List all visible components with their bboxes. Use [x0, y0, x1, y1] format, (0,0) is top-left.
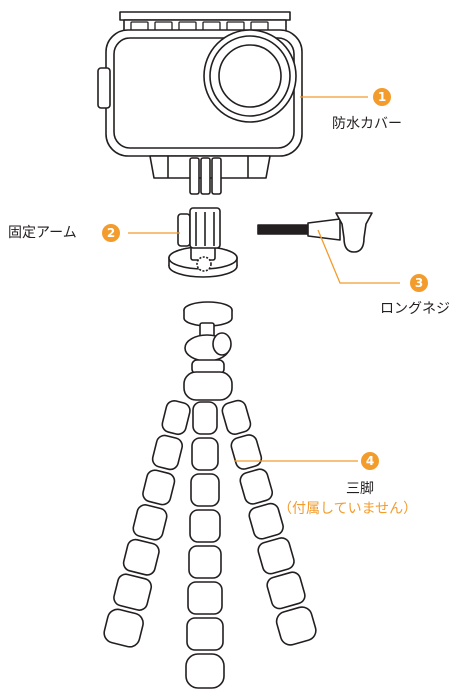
tripod-drawing: [103, 301, 317, 689]
callout-badge-2: 2: [102, 224, 120, 242]
mounting-arm-drawing: [168, 207, 238, 278]
callout-note-not-included: （付属していません）: [278, 501, 418, 517]
callout-badge-3: 3: [410, 274, 428, 292]
callout-label-tripod: 三脚: [346, 481, 374, 497]
callout-badge-1: 1: [373, 88, 391, 106]
callout-badge-4: 4: [361, 452, 379, 470]
long-screw-drawing: [257, 212, 373, 253]
callout-label-mounting-arm: 固定アーム: [8, 225, 77, 241]
waterproof-case-drawing: [97, 11, 303, 195]
callout-label-long-screw: ロングネジ: [380, 301, 450, 317]
callout-label-waterproof-case: 防水カバー: [332, 116, 402, 132]
leader-lines: [128, 96, 400, 462]
